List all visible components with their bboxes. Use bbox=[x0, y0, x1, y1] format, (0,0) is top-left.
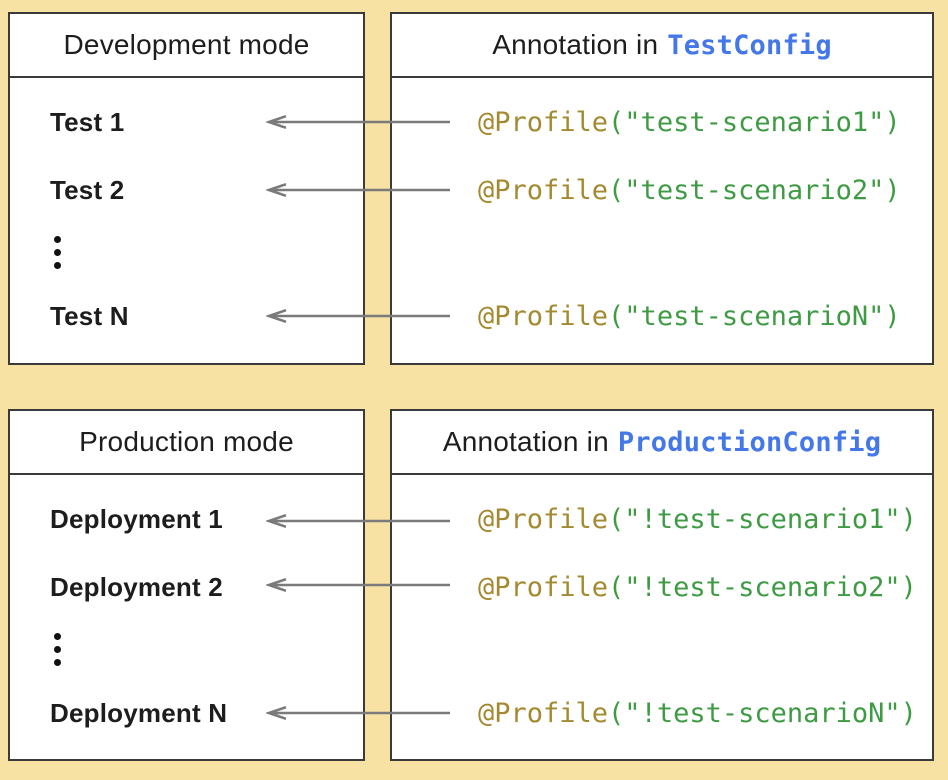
production-config-title: Annotation in ProductionConfig bbox=[392, 411, 932, 475]
left-arrow-icon bbox=[266, 513, 450, 529]
test-config-title-prefix: Annotation in bbox=[492, 29, 659, 60]
vertical-ellipsis-icon bbox=[54, 623, 61, 675]
annotation-test-scenario1: @Profile("test-scenario1") bbox=[478, 106, 901, 138]
production-config-class-name: ProductionConfig bbox=[617, 426, 882, 458]
left-arrow-icon bbox=[266, 705, 450, 721]
deployment-item-2: Deployment 2 bbox=[50, 571, 223, 602]
left-arrow-icon bbox=[266, 577, 450, 593]
test-config-class-name: TestConfig bbox=[667, 29, 832, 61]
annotation-test-scenario2: @Profile("test-scenario2") bbox=[478, 174, 901, 206]
left-arrow-icon bbox=[266, 308, 450, 324]
test-item-1: Test 1 bbox=[50, 106, 125, 137]
annotation-not-test-scenarioN: @Profile("!test-scenarioN") bbox=[478, 697, 917, 729]
deployment-item-1: Deployment 1 bbox=[50, 503, 223, 534]
annotation-test-scenarioN: @Profile("test-scenarioN") bbox=[478, 300, 901, 332]
deployment-item-n: Deployment N bbox=[50, 697, 228, 728]
production-config-title-prefix: Annotation in bbox=[442, 426, 609, 457]
left-arrow-icon bbox=[266, 114, 450, 130]
vertical-ellipsis-icon bbox=[54, 226, 61, 278]
annotation-not-test-scenario2: @Profile("!test-scenario2") bbox=[478, 571, 917, 603]
annotation-not-test-scenario1: @Profile("!test-scenario1") bbox=[478, 503, 917, 535]
test-item-n: Test N bbox=[50, 300, 129, 331]
test-config-title: Annotation in TestConfig bbox=[392, 14, 932, 78]
test-item-2: Test 2 bbox=[50, 174, 125, 205]
production-mode-title: Production mode bbox=[10, 411, 363, 475]
test-config-panel: Annotation in TestConfig @Profile("test-… bbox=[390, 12, 934, 365]
left-arrow-icon bbox=[266, 182, 450, 198]
development-mode-title: Development mode bbox=[10, 14, 363, 78]
development-mode-panel: Development mode Test 1 Test 2 Test N bbox=[8, 12, 365, 365]
production-config-panel: Annotation in ProductionConfig @Profile(… bbox=[390, 409, 934, 761]
